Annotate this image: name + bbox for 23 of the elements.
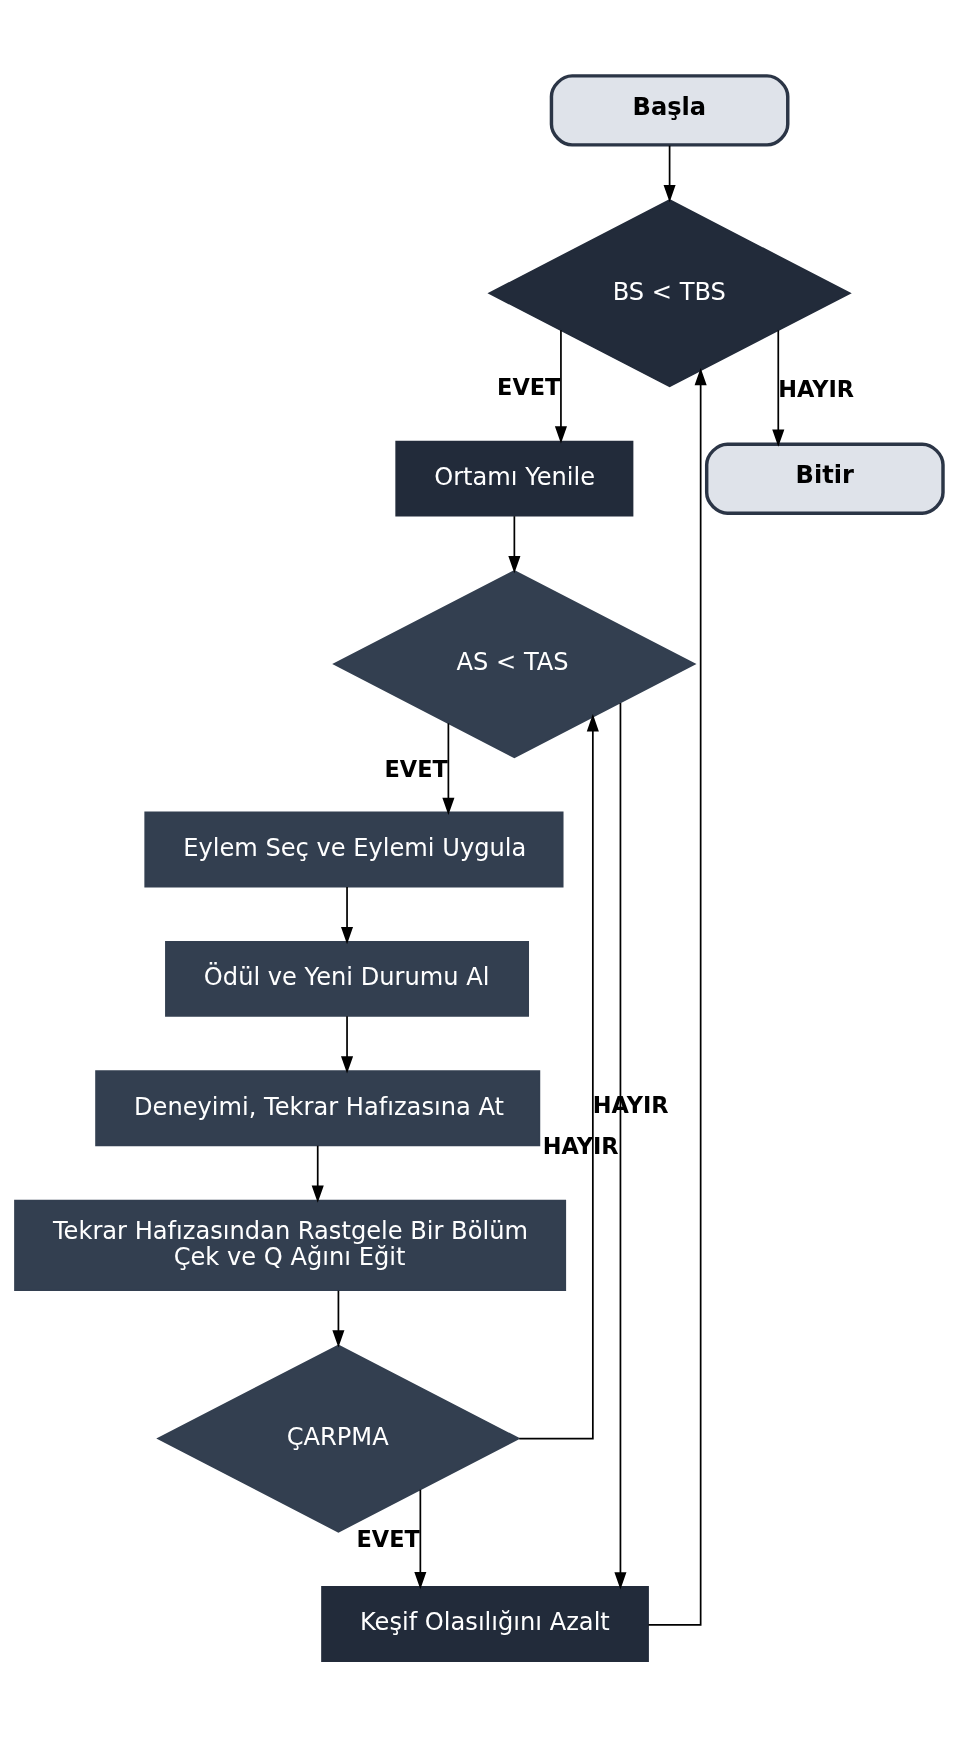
node-box: Deneyimi, Tekrar Hafızasına At	[95, 1070, 541, 1147]
node-box: Bitir	[704, 442, 945, 515]
node-box: Başla	[549, 74, 790, 147]
arrow	[442, 722, 455, 816]
edge-label: EVET	[384, 756, 448, 783]
arrow	[508, 515, 521, 574]
arrow	[414, 1488, 427, 1590]
arrow	[311, 1144, 324, 1203]
node-diamond: AS < TAS	[332, 570, 697, 759]
arrow	[518, 714, 599, 1440]
arrow	[772, 329, 785, 447]
node-box: Keşif Olasılığını Azalt	[321, 1586, 649, 1662]
node-box: Eylem Seç ve Eylemi Uygula	[144, 811, 564, 888]
arrow	[341, 1015, 354, 1074]
arrow	[554, 329, 567, 444]
arrow	[663, 144, 676, 203]
node-box: Ödül ve Yeni Durumu Al	[165, 940, 529, 1017]
arrow	[341, 886, 354, 945]
node-box: Ortamı Yenile	[395, 440, 634, 517]
arrow	[647, 367, 707, 1626]
node-box: Tekrar Hafızasından Rastgele Bir Bölüm Çek ve Q Ağını Eğit	[14, 1199, 567, 1292]
arrow	[614, 702, 627, 1590]
arrow	[332, 1289, 345, 1348]
